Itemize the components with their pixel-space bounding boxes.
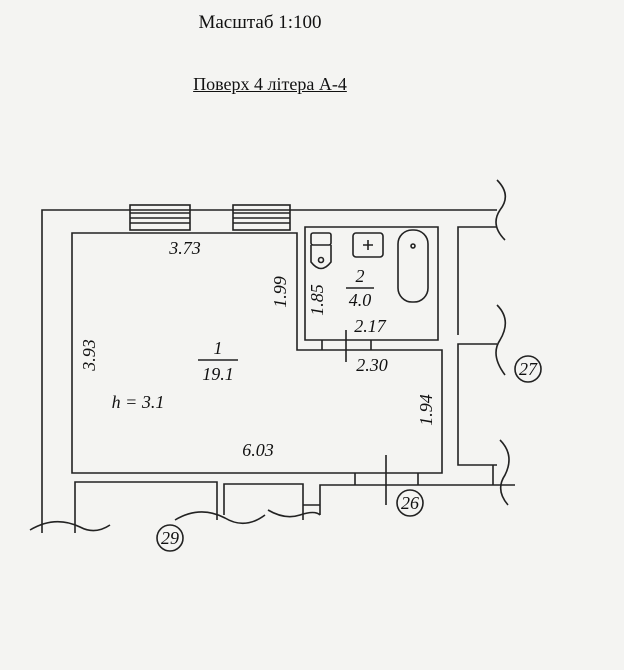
svg-text:26: 26 (401, 493, 419, 513)
dim-room2-bottom: 2.17 (354, 316, 387, 336)
dim-room1-bottom: 6.03 (242, 440, 274, 460)
window (232, 204, 291, 231)
dim-room1-step: 2.30 (356, 355, 388, 375)
svg-text:27: 27 (519, 359, 538, 379)
dim-room1-top: 3.73 (168, 238, 201, 258)
dim-room1-left: 3.93 (79, 339, 99, 372)
neighbor-marker-27: 27 (514, 355, 542, 383)
dim-room1-inner: 1.99 (270, 276, 290, 308)
room2-area: 4.0 (349, 290, 372, 310)
room1-height: h = 3.1 (112, 392, 165, 412)
scale-title: Масштаб 1:100 (198, 12, 322, 33)
floor-title: Поверх 4 літера А-4 (193, 74, 347, 94)
svg-text:29: 29 (161, 528, 179, 548)
room1-number: 1 (214, 338, 223, 358)
neighbor-marker-29: 29 (156, 524, 184, 552)
walls (41, 209, 515, 533)
neighbor-marker-26: 26 (396, 489, 424, 517)
door-marker (345, 330, 387, 505)
break-lines (29, 179, 510, 532)
dim-room1-right: 1.94 (416, 394, 436, 426)
window (129, 204, 191, 231)
bathtub-icon (397, 229, 429, 303)
toilet-icon (310, 232, 332, 270)
sink-icon (352, 232, 384, 258)
room2-number: 2 (356, 266, 365, 286)
room1-area: 19.1 (202, 364, 234, 384)
dim-room2-left: 1.85 (307, 284, 327, 316)
